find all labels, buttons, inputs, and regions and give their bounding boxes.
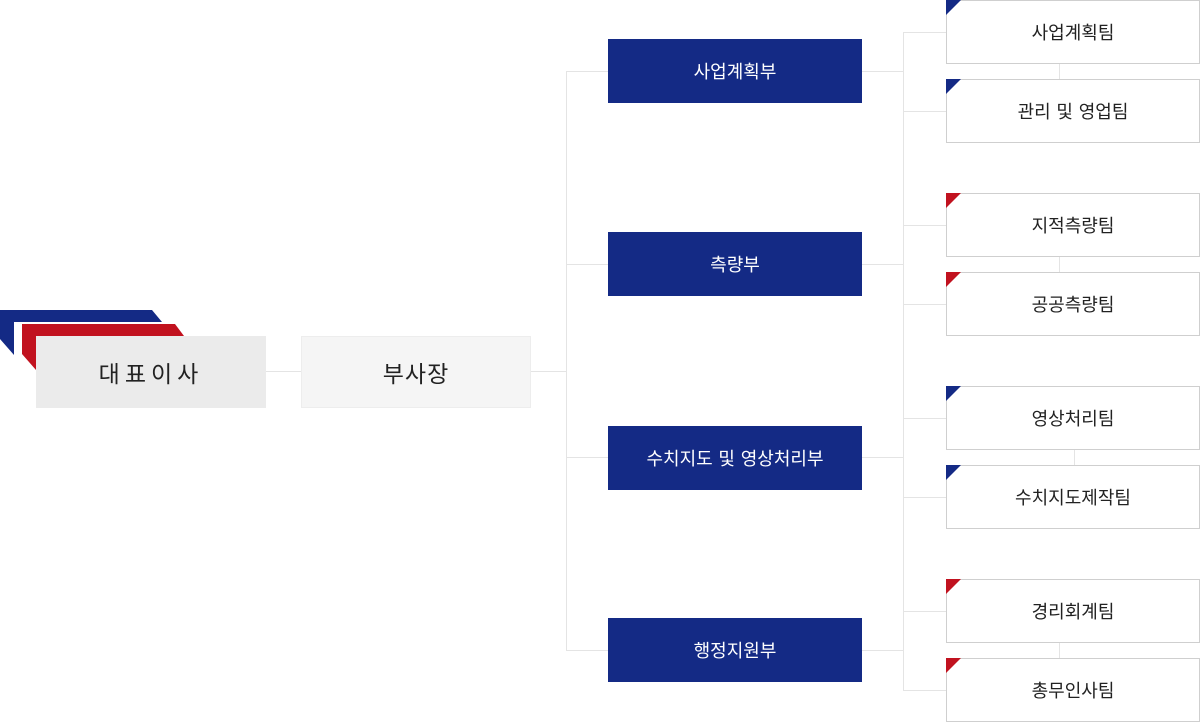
team-box: 경리회계팀 [946, 579, 1200, 643]
vice-president-label: 부사장 [382, 362, 450, 388]
connector-dept-spine [566, 71, 567, 651]
connector-dept-4 [566, 650, 608, 651]
connector-team-5 [903, 418, 946, 419]
team-label: 사업계획팀 [1031, 23, 1115, 44]
ceo-box: 대표이사 [36, 336, 266, 408]
vice-president-box: 부사장 [301, 336, 531, 408]
team-label: 총무인사팀 [1031, 681, 1115, 702]
connector-dept-2 [566, 264, 608, 265]
connector-dept-team-2 [862, 264, 903, 265]
team-box: 총무인사팀 [946, 658, 1200, 722]
team-box: 수치지도제작팀 [946, 465, 1200, 529]
connector-team-1 [903, 32, 946, 33]
department-box-surveying: 측량부 [608, 232, 862, 296]
team-label: 관리 및 영업팀 [1017, 102, 1129, 123]
ceo-label: 대표이사 [98, 362, 204, 388]
connector-ceo-vp [266, 371, 301, 372]
connector-team-pair-2 [1059, 257, 1060, 272]
connector-dept-team-1 [862, 71, 903, 72]
connector-team-pair-3 [1074, 450, 1075, 465]
team-corner-accent [946, 193, 961, 208]
team-corner-accent [946, 465, 961, 480]
department-label: 사업계획부 [693, 62, 777, 83]
connector-team-pair-1 [1059, 64, 1060, 79]
department-label: 측량부 [710, 255, 760, 276]
team-label: 경리회계팀 [1031, 602, 1115, 623]
connector-dept-team-3 [862, 457, 903, 458]
team-corner-accent [946, 0, 961, 15]
team-box: 영상처리팀 [946, 386, 1200, 450]
connector-team-3 [903, 225, 946, 226]
connector-dept-team-4 [862, 650, 903, 651]
connector-team-6 [903, 497, 946, 498]
connector-team-2 [903, 111, 946, 112]
team-box: 공공측량팀 [946, 272, 1200, 336]
connector-team-spine [903, 32, 904, 690]
team-box: 관리 및 영업팀 [946, 79, 1200, 143]
connector-team-7 [903, 611, 946, 612]
team-label: 영상처리팀 [1031, 409, 1115, 430]
team-box: 사업계획팀 [946, 0, 1200, 64]
team-corner-accent [946, 579, 961, 594]
department-label: 행정지원부 [693, 641, 777, 662]
department-box-digital-map-imaging: 수치지도 및 영상처리부 [608, 426, 862, 490]
connector-team-pair-4 [1059, 643, 1060, 658]
department-label: 수치지도 및 영상처리부 [646, 449, 824, 470]
team-label: 수치지도제작팀 [1015, 488, 1131, 509]
connector-dept-1 [566, 71, 608, 72]
connector-team-8 [903, 690, 946, 691]
team-label: 지적측량팀 [1031, 216, 1115, 237]
team-corner-accent [946, 272, 961, 287]
team-corner-accent [946, 658, 961, 673]
team-label: 공공측량팀 [1031, 295, 1115, 316]
team-corner-accent [946, 79, 961, 94]
department-box-admin-support: 행정지원부 [608, 618, 862, 682]
team-corner-accent [946, 386, 961, 401]
connector-dept-3 [566, 457, 608, 458]
connector-team-4 [903, 304, 946, 305]
connector-vp-spine [531, 371, 566, 372]
department-box-business-planning: 사업계획부 [608, 39, 862, 103]
team-box: 지적측량팀 [946, 193, 1200, 257]
ceo-flag-decoration [0, 310, 184, 370]
